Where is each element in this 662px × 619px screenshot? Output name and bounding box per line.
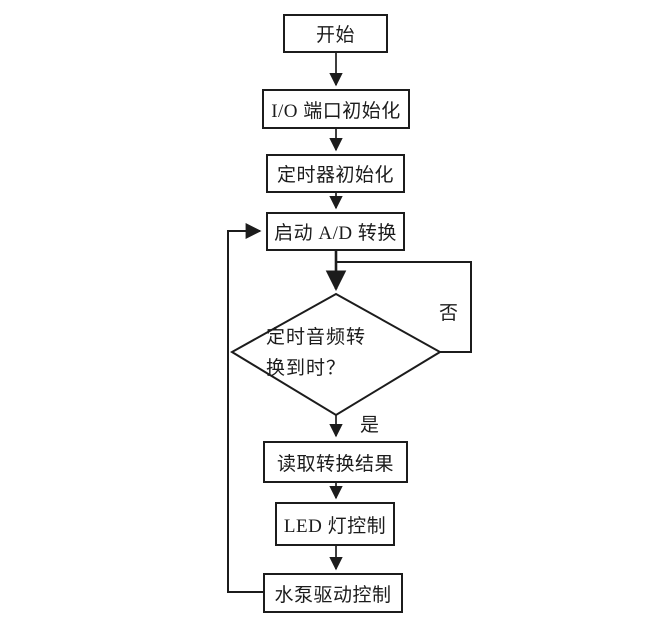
node-start-ad-conversion-label: 启动 A/D 转换 bbox=[274, 223, 397, 244]
node-start: 开始 bbox=[283, 14, 388, 53]
edge-loop-pump-to-start-ad bbox=[227, 223, 263, 593]
node-io-port-init: I/O 端口初始化 bbox=[262, 89, 410, 129]
node-timer-init-label: 定时器初始化 bbox=[276, 165, 394, 186]
node-pump-drive-control: 水泵驱动控制 bbox=[263, 573, 403, 613]
node-decision-label-line2: 换到时？ bbox=[266, 358, 347, 379]
node-led-control-label: LED 灯控制 bbox=[283, 515, 387, 537]
node-pump-drive-control-label: 水泵驱动控制 bbox=[274, 584, 392, 606]
node-io-port-init-label: I/O 端口初始化 bbox=[271, 100, 401, 122]
node-start-label: 开始 bbox=[315, 25, 355, 46]
edge-no-loop bbox=[337, 261, 472, 353]
edge-label-no: 否 bbox=[439, 303, 459, 324]
node-decision-label-line1: 定时音频转 bbox=[266, 327, 367, 348]
node-start-ad-conversion: 启动 A/D 转换 bbox=[266, 212, 405, 251]
node-decision-timer-audio: 定时音频转 换到时？ bbox=[266, 322, 411, 384]
node-read-conversion-result: 读取转换结果 bbox=[263, 441, 408, 483]
node-led-control: LED 灯控制 bbox=[275, 502, 395, 546]
node-read-conversion-result-label: 读取转换结果 bbox=[276, 453, 394, 475]
edge-label-yes: 是 bbox=[360, 415, 380, 436]
node-timer-init: 定时器初始化 bbox=[266, 154, 405, 193]
